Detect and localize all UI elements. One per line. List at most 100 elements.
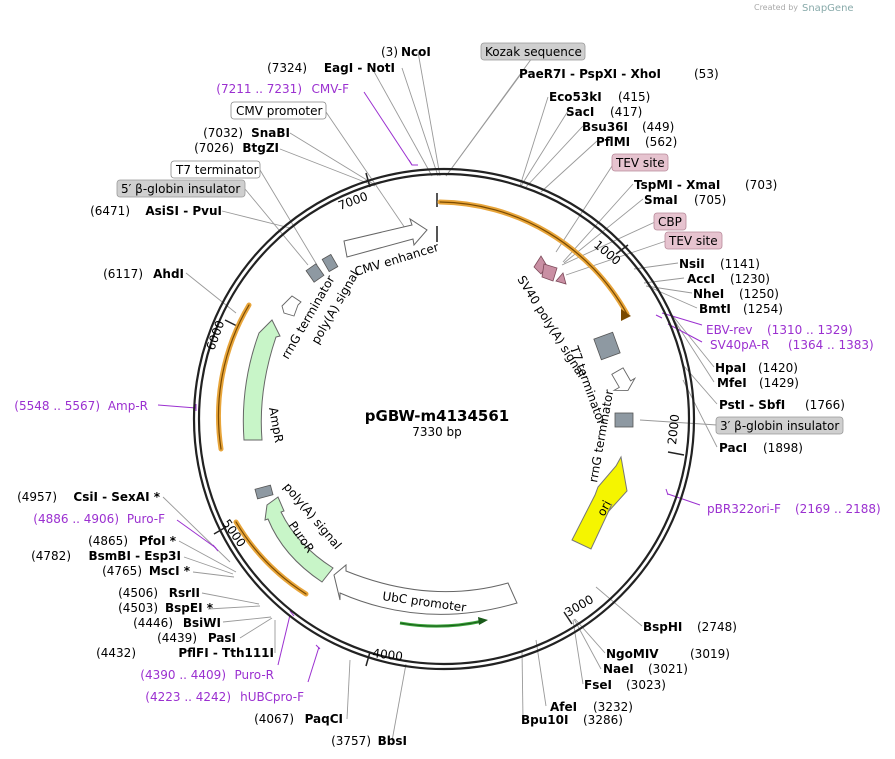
primer-hubcpro-f[interactable]: hUBCpro-F [240,690,304,704]
site-asisi-pos: (6471) [90,204,130,218]
site-fsei[interactable]: FseI [584,678,612,692]
site-bspei[interactable]: BspEI * [165,601,214,615]
site-tspmi-xmai[interactable]: TspMI - XmaI [634,178,720,192]
site-naei-pos: (3021) [648,662,688,676]
feature-ori: ori [594,498,614,518]
site-ahdi-pos: (6117) [103,267,143,281]
site-mfei[interactable]: MfeI [717,376,747,390]
site-bpu10i[interactable]: Bpu10I [521,713,568,727]
site-pasi[interactable]: PasI [208,631,236,645]
site-paer7i-pspxi-xhoi[interactable]: PaeR7I - PspXI - XhoI [519,67,661,81]
site-acci-pos: (1230) [730,272,770,286]
site-btgzi-pos: (7026) [194,141,234,155]
puror-arrow [264,496,334,583]
site-bsu36i-pos: (449) [642,120,674,134]
primer-ebv-rev[interactable]: EBV-rev [706,323,752,337]
primer-puro-r-range: (4390 .. 4409) [140,668,226,682]
tick-7000: 7000 [336,189,369,213]
site-smai[interactable]: SmaI [644,193,678,207]
site-paqci-pos: (4067) [254,712,294,726]
kozak-mark [436,193,438,207]
site-snabi[interactable]: SnaBI [251,126,290,140]
sites-left: EagI - NotI (7324) SnaBI (7032) BtgZI (7… [17,61,407,748]
watermark-prefix: Created by [754,3,798,12]
backbone-inner [197,172,691,666]
site-afei[interactable]: AfeI [550,700,577,714]
site-bmti[interactable]: BmtI [699,302,731,316]
site-bsu36i[interactable]: Bsu36I [582,120,628,134]
site-smai-pos: (705) [694,193,726,207]
site-acci[interactable]: AccI [687,272,715,286]
site-ahdi[interactable]: AhdI [153,267,184,281]
rrng-terminator-box [614,412,634,428]
site-saci-pos: (417) [610,105,642,119]
site-hpai-pos: (1420) [758,361,798,375]
label-cmv-promoter: CMV promoter [236,104,323,118]
site-eco53ki[interactable]: Eco53kI [549,90,602,104]
site-bsiwi-pos: (4446) [133,616,173,630]
site-bbsi[interactable]: BbsI [378,734,407,748]
site-pfoi-pos: (4865) [88,534,128,548]
primer-pbr322ori-f[interactable]: pBR322ori-F [707,502,781,516]
label-cbp: CBP [658,215,682,229]
site-ngomiv[interactable]: NgoMIV [606,647,659,661]
site-nhei-pos: (1250) [739,287,779,301]
site-rsrii-pos: (4506) [118,586,158,600]
site-asisi-pvui[interactable]: AsiSI - PvuI [145,204,222,218]
primer-amp-r[interactable]: Amp-R [108,399,148,413]
leader-lines [162,51,718,742]
site-eagi-noti[interactable]: EagI - NotI [324,61,395,75]
site-paer7i-pos: (53) [694,67,719,81]
watermark-brand: SnapGene [802,3,854,14]
site-ncoi-pos: (3) [381,45,398,59]
site-msci[interactable]: MscI * [149,564,191,578]
site-eagi-pos: (7324) [267,61,307,75]
site-nsii[interactable]: NsiI [679,257,705,271]
primer-puro-r[interactable]: Puro-R [234,668,274,682]
site-nhei[interactable]: NheI [693,287,724,301]
rrng-left-arrow [281,295,302,317]
primer-leaders [157,91,703,683]
plasmid-size: 7330 bp [412,425,462,439]
site-ncoi[interactable]: NcoI [401,45,431,59]
site-saci[interactable]: SacI [566,105,594,119]
site-pflfi-tth111i[interactable]: PflFI - Tth111I [178,646,274,660]
primer-cmv-f[interactable]: CMV-F [312,82,350,96]
site-pfoi[interactable]: PfoI * [139,534,177,548]
cmv-enhancer-arrow [343,217,428,258]
site-psti-pos: (1766) [805,398,845,412]
tick-1000: 1000 [591,238,623,268]
label-t7-terminator: T7 terminator [175,163,259,177]
site-bsmbi-esp3i[interactable]: BsmBI - Esp3I [89,549,181,563]
sites-right: NcoI (3) PaeR7I - PspXI - XhoI (53) Eco5… [381,45,845,727]
site-nsii-pos: (1141) [720,257,760,271]
label-tev-site-1: TEV site [615,156,665,170]
site-pflmi[interactable]: PflMI [596,135,630,149]
site-btgzi[interactable]: BtgZI [242,141,279,155]
site-csii-pos: (4957) [17,490,57,504]
site-paqci[interactable]: PaqCI [305,712,343,726]
site-rsrii[interactable]: RsrII [169,586,200,600]
primer-ebv-rev-range: (1310 .. 1329) [767,323,853,337]
primer-hubcpro-f-range: (4223 .. 4242) [145,690,231,704]
site-naei[interactable]: NaeI [603,662,634,676]
site-bbsi-pos: (3757) [331,734,371,748]
ubc-promoter-arrow [333,563,518,615]
orf-arcs [215,199,631,597]
tick-4000: 4000 [372,646,404,664]
t7-terminator-arrow [611,367,637,391]
site-paci[interactable]: PacI [719,441,747,455]
label-5-globin-insulator: 5′ β-globin insulator [121,182,240,196]
site-bsiwi[interactable]: BsiWI [183,616,221,630]
site-psti-sbfi[interactable]: PstI - SbfI [719,398,785,412]
site-bsphi-pos: (2748) [697,620,737,634]
site-hpai[interactable]: HpaI [715,361,746,375]
site-bsphi[interactable]: BspHI [643,620,682,634]
cbp-shape [541,263,558,282]
primer-puro-f[interactable]: Puro-F [127,512,165,526]
primer-sv40pa-r[interactable]: SV40pA-R [710,338,769,352]
site-snabi-pos: (7032) [203,126,243,140]
site-csii-sexai[interactable]: CsiI - SexAI * [73,490,160,504]
